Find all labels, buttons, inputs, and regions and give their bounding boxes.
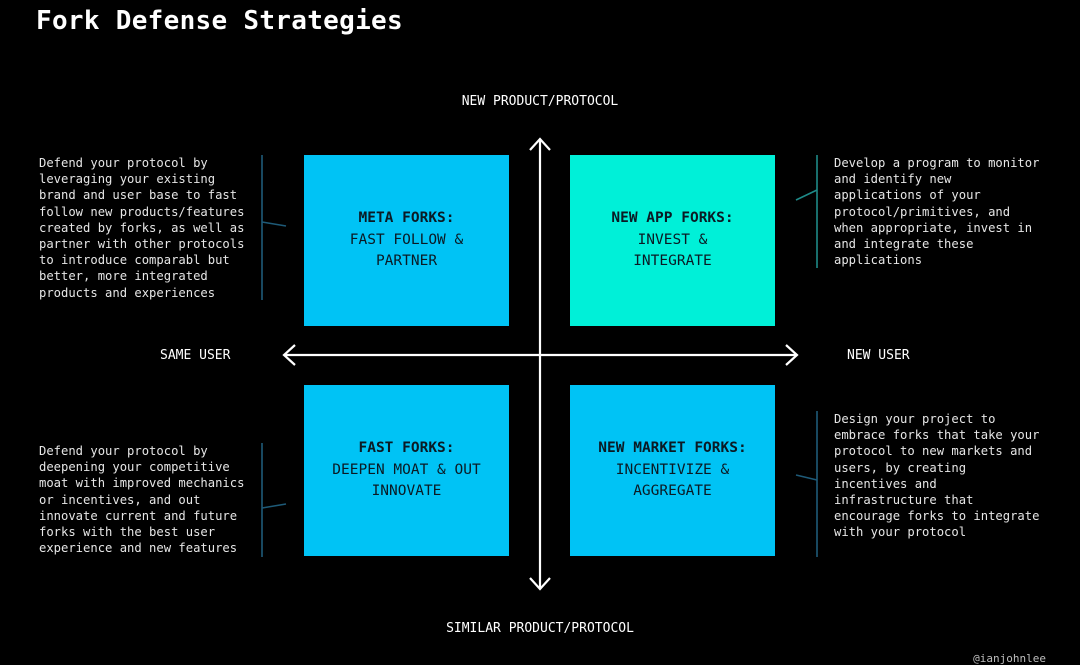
description-bottom-right: Design your project to embrace forks tha…	[834, 412, 1040, 540]
bracket-bottom-left-tick	[261, 503, 287, 509]
quadrant-subtitle: INCENTIVIZE & AGGREGATE	[615, 461, 730, 499]
arrow-up-icon	[529, 137, 551, 151]
bracket-top-right-tick	[795, 189, 818, 201]
arrow-down-icon	[529, 577, 551, 591]
axis-label-top: NEW PRODUCT/PROTOCOL	[461, 94, 619, 109]
arrow-right-icon	[785, 344, 799, 366]
quadrant-title: META FORKS:	[358, 209, 455, 226]
axis-label-right: NEW USER	[847, 348, 910, 363]
author-handle: @ianjohnlee	[973, 652, 1046, 665]
quadrant-title: FAST FORKS:	[358, 439, 455, 456]
quadrant-subtitle: DEEPEN MOAT & OUT INNOVATE	[332, 461, 481, 499]
bracket-bottom-right-tick	[795, 474, 818, 481]
quadrant-new-market-forks: NEW MARKET FORKS: INCENTIVIZE & AGGREGAT…	[570, 385, 775, 556]
description-bottom-left: Defend your protocol by deepening your c…	[39, 444, 245, 556]
page-title: Fork Defense Strategies	[36, 6, 403, 36]
quadrant-title: NEW APP FORKS:	[611, 209, 734, 226]
bracket-top-left-tick	[261, 221, 287, 227]
quadrant-meta-forks: META FORKS: FAST FOLLOW & PARTNER	[304, 155, 509, 326]
description-top-right: Develop a program to monitor and identif…	[834, 156, 1040, 268]
quadrant-fast-forks: FAST FORKS: DEEPEN MOAT & OUT INNOVATE	[304, 385, 509, 556]
quadrant-subtitle: FAST FOLLOW & PARTNER	[349, 231, 464, 269]
quadrant-title: NEW MARKET FORKS:	[598, 439, 747, 456]
arrow-left-icon	[282, 344, 296, 366]
quadrant-new-app-forks: NEW APP FORKS: INVEST & INTEGRATE	[570, 155, 775, 326]
quadrant-subtitle: INVEST & INTEGRATE	[633, 231, 712, 269]
description-top-left: Defend your protocol by leveraging your …	[39, 156, 245, 300]
axis-label-bottom: SIMILAR PRODUCT/PROTOCOL	[446, 621, 634, 636]
axis-label-left: SAME USER	[160, 348, 231, 363]
